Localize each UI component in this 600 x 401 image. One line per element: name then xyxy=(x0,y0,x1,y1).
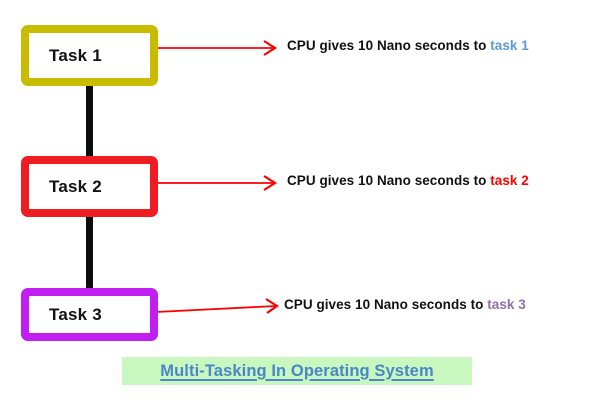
annotation-3-target: task 3 xyxy=(487,297,526,312)
task-node-1-label: Task 1 xyxy=(49,45,102,65)
annotation-2-prefix: CPU gives 10 Nano seconds to xyxy=(287,173,491,188)
arrow-icon-task2 xyxy=(156,175,278,191)
task-node-2-label: Task 2 xyxy=(49,176,102,196)
task-node-2: Task 2 xyxy=(21,156,158,217)
diagram-title-highlight: Multi-Tasking In Operating System xyxy=(122,357,472,385)
arrow-icon-task3 xyxy=(155,298,279,314)
annotation-3-prefix: CPU gives 10 Nano seconds to xyxy=(284,297,488,312)
connector-task1-task2 xyxy=(86,78,93,164)
annotation-text-3: CPU gives 10 Nano seconds to task 3 xyxy=(284,297,526,312)
connector-task2-task3 xyxy=(86,210,93,295)
task-node-1: Task 1 xyxy=(21,25,158,86)
annotation-1-target: task 1 xyxy=(490,38,529,53)
annotation-text-1: CPU gives 10 Nano seconds to task 1 xyxy=(287,38,529,53)
arrow-icon-task1 xyxy=(156,40,278,56)
annotation-text-2: CPU gives 10 Nano seconds to task 2 xyxy=(287,173,529,188)
task-node-3-label: Task 3 xyxy=(49,304,102,324)
annotation-1-prefix: CPU gives 10 Nano seconds to xyxy=(287,38,491,53)
task-node-3: Task 3 xyxy=(21,288,158,341)
annotation-2-target: task 2 xyxy=(490,173,529,188)
diagram-title-text: Multi-Tasking In Operating System xyxy=(160,361,434,380)
